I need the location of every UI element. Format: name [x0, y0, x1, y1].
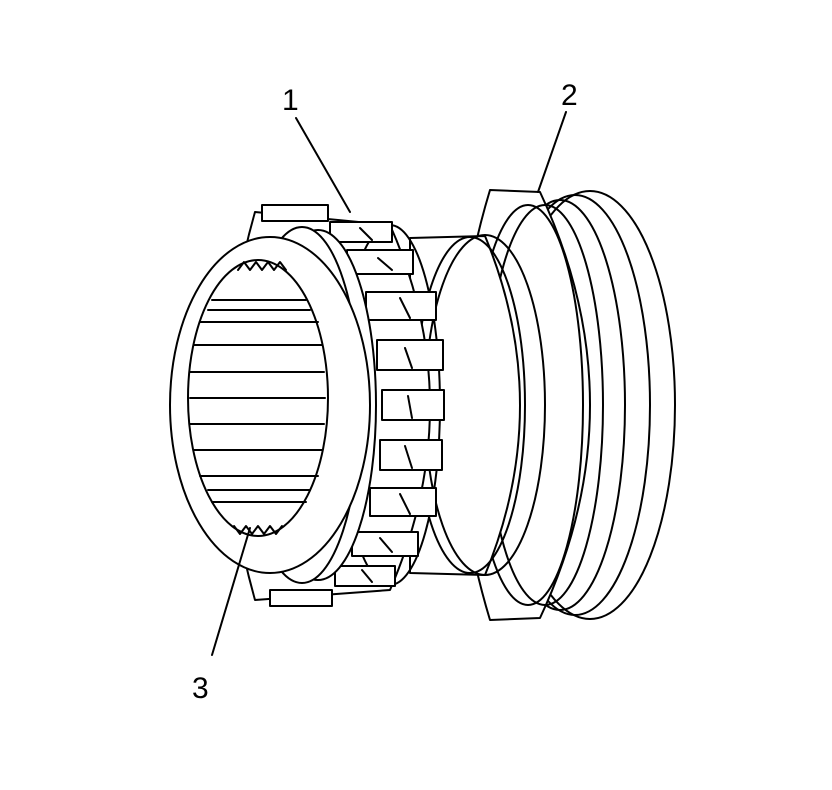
sleeve-teeth: [261, 204, 445, 607]
callout-label-2: 2: [561, 79, 578, 112]
leader-line-1: [295, 117, 351, 213]
callout-label-1: 1: [282, 84, 299, 117]
leader-line-3: [211, 527, 251, 656]
leader-line-2: [537, 111, 567, 193]
leader-lines: [211, 111, 567, 656]
callout-label-3: 3: [192, 672, 209, 705]
inner-splines: [187, 259, 329, 537]
